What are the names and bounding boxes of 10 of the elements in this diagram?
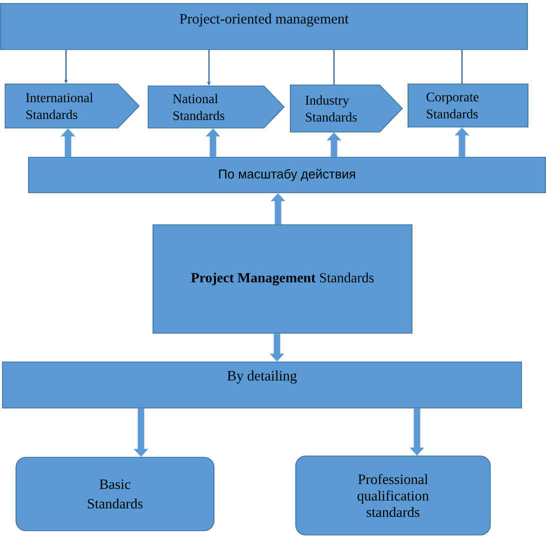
pentagon-arrow-box: Industry Standards — [290, 84, 403, 132]
process-box: Corporate Standards — [408, 84, 528, 128]
header-bar: Project-oriented management — [0, 3, 528, 50]
rounded-box: Professional qualification standards — [295, 456, 491, 536]
pentagon-arrow-box: International Standards — [4, 84, 140, 128]
header-bar: По масштабу действия — [28, 156, 546, 194]
rounded-box: Basic Standards — [16, 456, 214, 532]
pentagon-arrow-box: National Standards — [148, 86, 285, 128]
process-box: Project Management Standards — [152, 224, 412, 334]
header-bar: By detailing — [2, 362, 522, 408]
